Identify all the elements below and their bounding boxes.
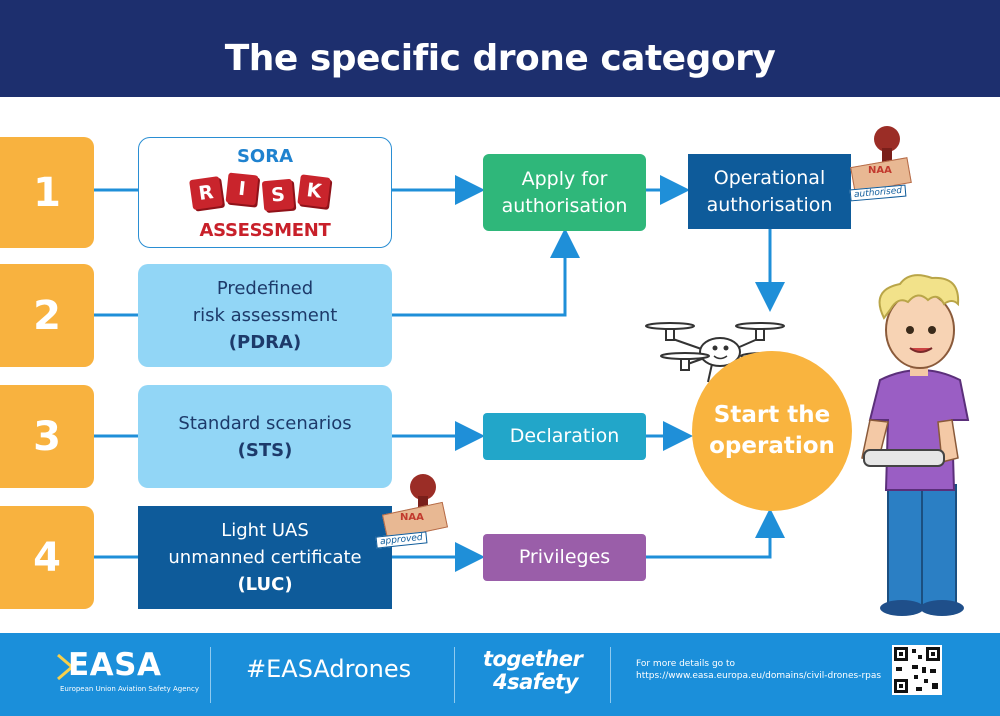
luc-line-3: (LUC) (237, 574, 293, 595)
op-auth-line-2: authorisation (706, 193, 833, 216)
easadrones-hashtag: #EASAdrones (246, 655, 412, 683)
page-title: The specific drone category (224, 38, 776, 79)
footer-divider (210, 647, 211, 703)
sts-line-1: Standard scenarios (178, 412, 352, 434)
step-number-1: 1 (0, 137, 94, 248)
luc-line-2: unmanned certificate (168, 547, 362, 568)
start-operation-circle: Start the operation (692, 351, 852, 511)
sts-box: Standard scenarios (STS) (138, 385, 392, 488)
authorised-stamp-icon: NAA authorised (846, 124, 916, 208)
authorised-stamp-naa: NAA (868, 165, 892, 176)
sora-assessment-label: ASSESSMENT (199, 220, 331, 241)
risk-cube-r: R (189, 176, 223, 210)
pdra-line-1: Predefined (216, 278, 314, 299)
pdra-line-2: risk assessment (192, 305, 338, 326)
risk-cube-s: S (261, 178, 295, 212)
operational-authorisation-box: Operational authorisation (688, 154, 851, 229)
start-line-2: operation (709, 433, 835, 459)
details-line-1: For more details go to (636, 659, 736, 669)
footer-divider (454, 647, 455, 703)
easa-logo: EASA (68, 647, 162, 683)
sora-box: SORA R I S K ASSESSMENT (138, 137, 392, 248)
approved-stamp-naa: NAA (400, 512, 424, 523)
apply-authorisation-box: Apply for authorisation (483, 154, 646, 231)
luc-line-1: Light UAS (221, 520, 309, 541)
step-number-3: 3 (0, 385, 94, 488)
risk-cube-k: K (297, 174, 331, 208)
approved-stamp-label: approved (375, 531, 428, 549)
approved-stamp-icon: NAA approved (370, 470, 450, 554)
risk-cube-i: I (225, 172, 259, 206)
privileges-label: Privileges (518, 546, 611, 568)
declaration-box: Declaration (483, 413, 646, 460)
details-link[interactable]: https://www.easa.europa.eu/domains/civil… (636, 671, 882, 681)
together-text: together (483, 647, 583, 671)
easa-subtitle: European Union Aviation Safety Agency (60, 685, 199, 693)
op-auth-line-1: Operational (713, 166, 826, 189)
footer-bar: EASA European Union Aviation Safety Agen… (0, 633, 1000, 716)
pilot-boy-illustration (861, 274, 970, 616)
details-text: For more details go to https://www.easa.… (636, 658, 881, 682)
qr-code-icon[interactable] (892, 645, 942, 695)
footer-divider (610, 647, 611, 703)
pdra-box: Predefined risk assessment (PDRA) (138, 264, 392, 367)
step-number-4: 4 (0, 506, 94, 609)
header-banner: The specific drone category (0, 0, 1000, 97)
step-number-2: 2 (0, 264, 94, 367)
safety-text: 4safety (493, 670, 578, 694)
luc-box: Light UAS unmanned certificate (LUC) (138, 506, 392, 609)
apply-line-2: authorisation (501, 194, 628, 217)
sts-line-2: (STS) (237, 439, 293, 461)
eu-stars-icon (57, 653, 74, 681)
sora-title: SORA (236, 146, 294, 167)
privileges-box: Privileges (483, 534, 646, 581)
declaration-label: Declaration (509, 425, 620, 447)
pdra-line-3: (PDRA) (228, 332, 302, 353)
apply-line-1: Apply for (521, 167, 608, 190)
start-line-1: Start the (713, 402, 831, 428)
